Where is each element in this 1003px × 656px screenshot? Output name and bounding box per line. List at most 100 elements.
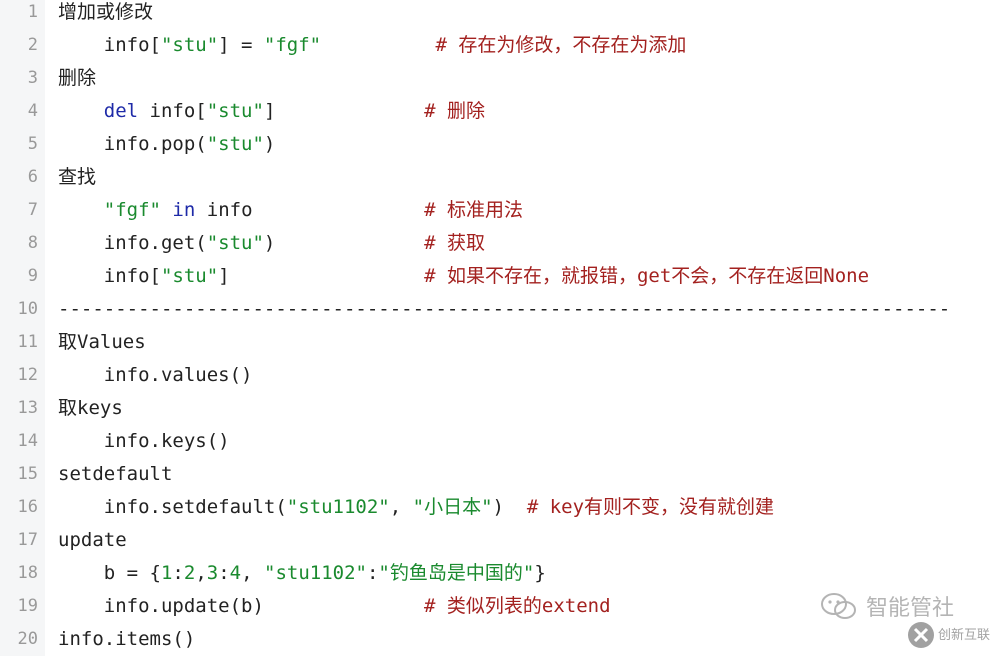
line-number: 16: [17, 497, 38, 517]
line-number: 19: [17, 596, 38, 616]
string-token: "stu1102": [264, 562, 367, 584]
code-text: 取keys: [58, 392, 123, 425]
code-text: 取Values: [58, 326, 146, 359]
code-token: ] =: [218, 34, 264, 56]
code-line: 17 update: [0, 524, 1003, 557]
code-token: [58, 199, 104, 221]
code-line: 19 info.update(b) # 类似列表的extend: [0, 590, 1003, 623]
watermark-text: 智能管社: [866, 596, 955, 621]
code-token: info.items(): [58, 628, 196, 650]
keyword-token: in: [172, 199, 196, 221]
comment-token: # key有则不变，没有就创建: [503, 496, 775, 518]
code-line: 2 info["stu"] = "fgf" # 存在为修改，不存在为添加: [0, 29, 1003, 62]
string-token: "stu": [206, 232, 264, 254]
code-text: 删除: [58, 62, 96, 95]
code-line: 16 info.setdefault("stu1102", "小日本") # k…: [0, 491, 1003, 524]
line-number: 9: [27, 266, 38, 286]
code-token: info.keys(): [58, 430, 230, 452]
line-number: 18: [17, 563, 38, 583]
line-number: 17: [17, 530, 38, 550]
comment-token: # 标准用法: [252, 199, 523, 221]
code-text: ----------------------------------------…: [58, 293, 950, 326]
code-token: ,: [195, 562, 207, 584]
line-number-gutter: [0, 0, 45, 656]
code-line: 5 info.pop("stu"): [0, 128, 1003, 161]
string-token: "stu": [206, 100, 264, 122]
number-token: 1: [160, 562, 173, 584]
watermark: 智能管社 创新互联: [818, 586, 1003, 656]
string-token: "fgf": [103, 199, 161, 221]
line-number: 3: [27, 68, 38, 88]
code-text: info.update(b) # 类似列表的extend: [58, 590, 611, 623]
code-text: info.setdefault("stu1102", "小日本") # key有…: [58, 491, 774, 524]
code-text: update: [58, 524, 127, 557]
number-token: 3: [206, 562, 219, 584]
code-line: 12 info.values(): [0, 359, 1003, 392]
code-line: 1 增加或修改: [0, 0, 1003, 29]
wechat-icon: [821, 593, 856, 619]
code-text: b = {1:2,3:4, "stu1102":"钓鱼岛是中国的"}: [58, 557, 546, 590]
code-text: info.keys(): [58, 425, 230, 458]
line-number: 7: [27, 200, 38, 220]
code-text: setdefault: [58, 458, 172, 491]
string-token: "stu": [160, 265, 219, 287]
code-line: 15 setdefault: [0, 458, 1003, 491]
code-token: ): [492, 496, 504, 518]
line-number: 10: [17, 299, 38, 319]
number-token: 2: [183, 562, 196, 584]
line-number: 15: [17, 464, 38, 484]
line-number: 20: [17, 629, 38, 649]
line-number: 2: [27, 35, 38, 55]
line-number: 14: [17, 431, 38, 451]
code-token: ,: [241, 562, 265, 584]
line-number: 8: [27, 233, 38, 253]
line-number: 1: [27, 2, 38, 22]
code-token: }: [534, 562, 546, 584]
code-token: [161, 199, 172, 221]
code-token: update: [58, 529, 127, 551]
code-token: [58, 100, 104, 122]
code-line: 20 info.items(): [0, 623, 1003, 656]
code-line: 18 b = {1:2,3:4, "stu1102":"钓鱼岛是中国的"}: [0, 557, 1003, 590]
line-number: 6: [27, 167, 38, 187]
code-text: info["stu"] # 如果不存在，就报错，get不会，不存在返回None: [58, 260, 869, 293]
comment-token: # 如果不存在，就报错，get不会，不存在返回None: [229, 265, 870, 287]
code-token: 增加或修改: [58, 1, 154, 23]
keyword-token: del: [103, 100, 139, 122]
code-token: setdefault: [58, 463, 173, 485]
string-token: "小日本": [412, 496, 493, 518]
string-token: "stu1102": [286, 496, 390, 518]
code-token: info[: [58, 34, 161, 56]
code-token: ----------------------------------------…: [58, 298, 951, 320]
string-token: "stu": [160, 34, 219, 56]
code-token: ): [263, 232, 276, 254]
code-token: info.update(b): [58, 595, 264, 617]
brand-logo-icon: [908, 622, 934, 648]
code-token: :: [172, 562, 184, 584]
code-line: 3 删除: [0, 62, 1003, 95]
code-token: info.setdefault(: [58, 496, 287, 518]
code-line: 14 info.keys(): [0, 425, 1003, 458]
line-number: 12: [17, 365, 38, 385]
code-text: info.values(): [58, 359, 253, 392]
code-line: 4 del info["stu"] # 删除: [0, 95, 1003, 128]
number-token: 4: [229, 562, 242, 584]
line-number: 5: [27, 134, 38, 154]
code-token: info.get(: [58, 232, 207, 254]
comment-token: # 删除: [275, 100, 485, 122]
code-token: :: [218, 562, 230, 584]
string-token: "钓鱼岛是中国的": [378, 562, 535, 584]
comment-token: # 获取: [275, 232, 485, 254]
code-token: :: [366, 562, 379, 584]
code-text: 增加或修改: [58, 0, 153, 29]
string-token: "fgf": [263, 34, 322, 56]
code-text: del info["stu"] # 删除: [58, 95, 485, 128]
code-text: info.pop("stu"): [58, 128, 276, 161]
code-text: 查找: [58, 161, 96, 194]
comment-token: # 存在为修改，不存在为添加: [321, 34, 687, 56]
code-token: 取keys: [58, 397, 123, 419]
code-token: 取Values: [58, 331, 146, 353]
comment-token: # 类似列表的extend: [263, 595, 611, 617]
